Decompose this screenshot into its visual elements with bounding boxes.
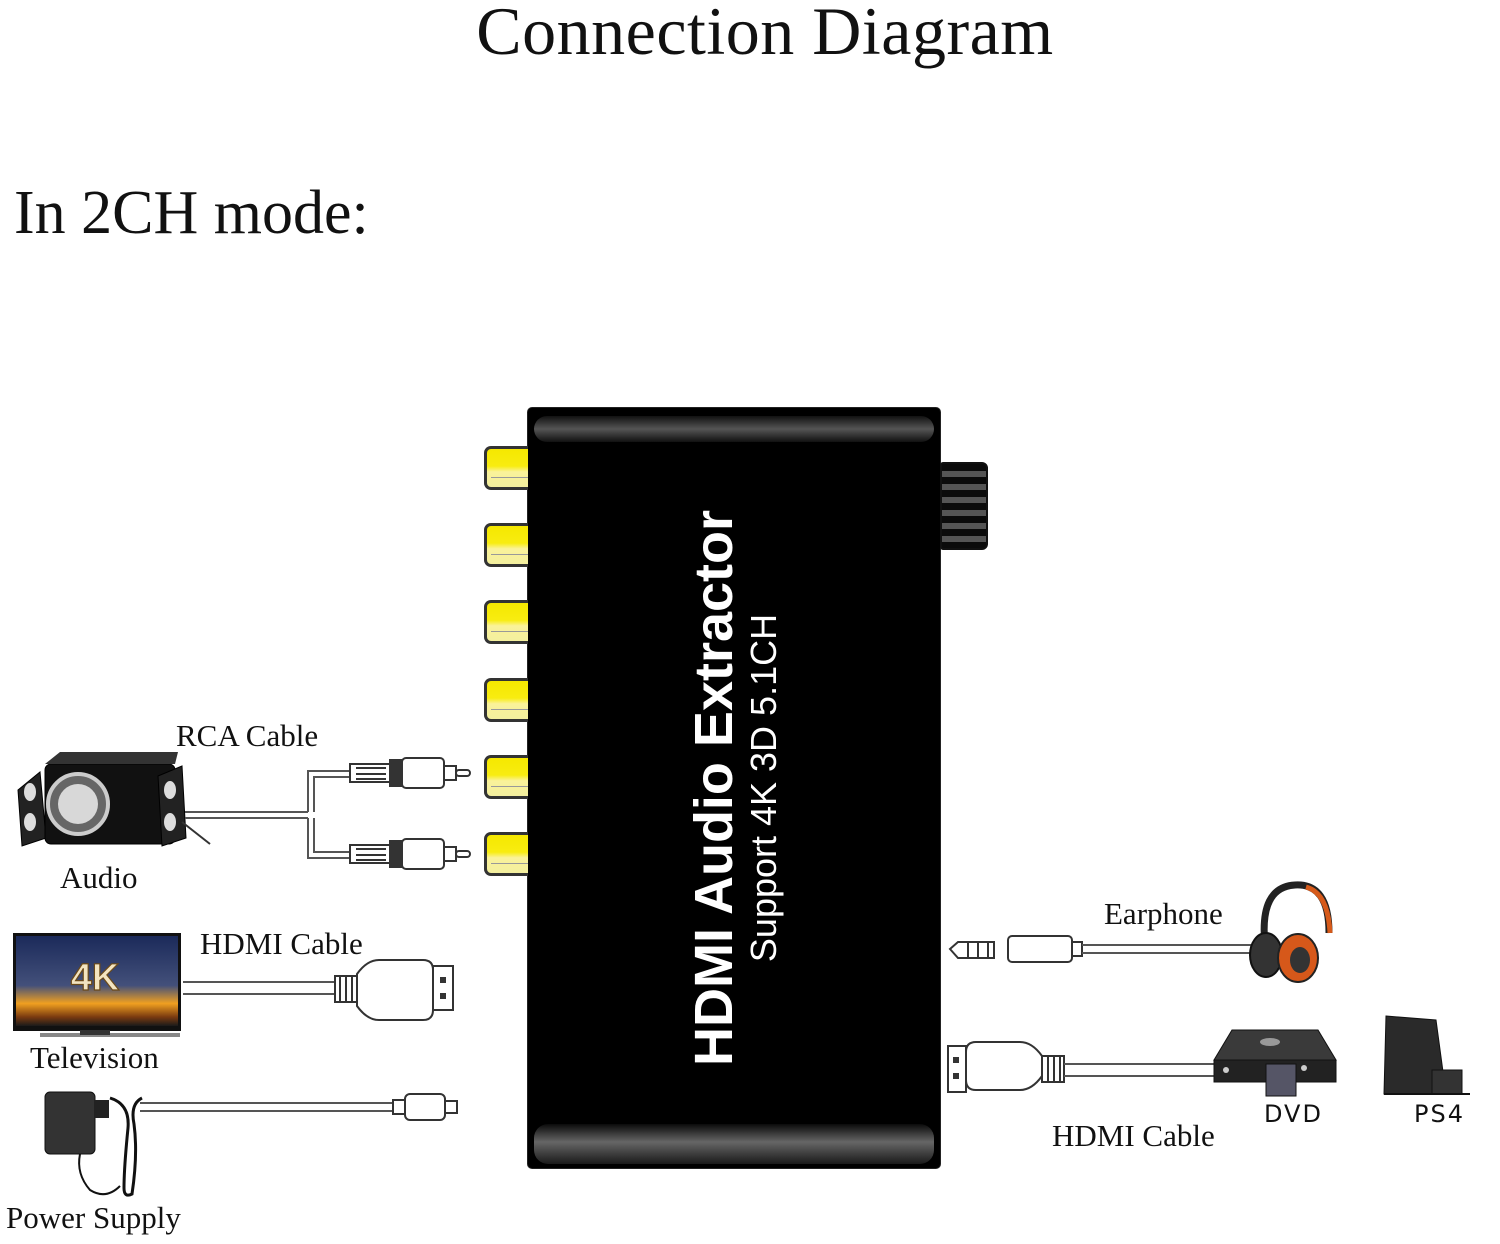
mode-heading: In 2CH mode:: [14, 179, 369, 247]
ps4-label: PS4: [1414, 1100, 1465, 1128]
television-label: Television: [30, 1040, 159, 1075]
hdmi-plug-icon: [334, 959, 454, 1021]
power-supply-label: Power Supply: [6, 1200, 181, 1235]
dc-plug-icon: [392, 1093, 458, 1121]
rca-port: [484, 600, 528, 644]
rca-port: [484, 446, 528, 490]
rca-port: [484, 523, 528, 567]
hdmi-cable-left: [183, 981, 335, 995]
rca-cable: [185, 770, 350, 859]
volume-knob: [940, 462, 988, 550]
rca-port: [484, 755, 528, 799]
power-adapter-icon: [44, 1091, 143, 1197]
audio-jack-icon: [948, 935, 1083, 963]
hdmi-cable-right-label: HDMI Cable: [1052, 1118, 1215, 1153]
device-bottom-edge: [534, 1124, 934, 1164]
rca-port: [484, 678, 528, 722]
power-cable: [140, 1102, 393, 1112]
headphones-icon: [1249, 881, 1333, 983]
rca-plug-icon: [349, 838, 471, 870]
device-subtitle: Support 4K 3D 5.1CH: [743, 613, 784, 963]
rca-port: [484, 832, 528, 876]
speaker-icon: [17, 752, 211, 847]
television-icon: 4K: [13, 933, 181, 1037]
rca-plug-icon: [349, 757, 471, 789]
game-console-icon: [1383, 1015, 1470, 1095]
earphone-cable: [1082, 944, 1255, 954]
device-name: HDMI Audio Extractor: [684, 509, 744, 1067]
dvd-label: DVD: [1264, 1100, 1323, 1128]
hdmi-audio-extractor: HDMI Audio Extractor Support 4K 3D 5.1CH: [528, 408, 940, 1168]
device-label: HDMI Audio Extractor Support 4K 3D 5.1CH: [684, 510, 784, 1066]
hdmi-cable-right: [1064, 1063, 1214, 1077]
dvd-player-icon: [1213, 1029, 1337, 1097]
tv-screen-text: 4K: [71, 957, 120, 999]
hdmi-cable-left-label: HDMI Cable: [200, 926, 363, 961]
earphone-label: Earphone: [1104, 896, 1223, 931]
rca-cable-label: RCA Cable: [176, 718, 319, 753]
diagram-title: Connection Diagram: [476, 0, 1054, 69]
hdmi-plug-icon: [947, 1041, 1065, 1093]
audio-label: Audio: [60, 860, 138, 895]
device-top-edge: [534, 416, 934, 442]
